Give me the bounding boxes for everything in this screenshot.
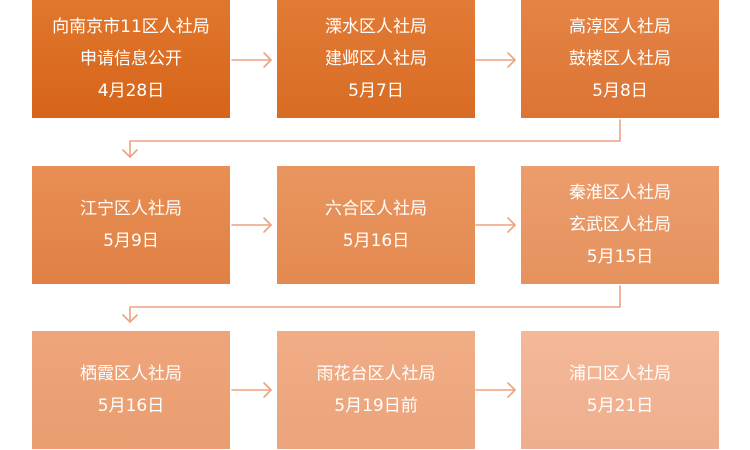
- arrow-step4-to-step5: [231, 217, 272, 233]
- step-1-date: 4月28日: [97, 81, 165, 101]
- step-2-box: 溧水区人社局 建邺区人社局 5月7日: [277, 0, 475, 118]
- step-6-line-2: 玄武区人社局: [569, 215, 671, 235]
- step-5-date: 5月16日: [342, 231, 410, 251]
- step-8-line-1: 雨花台区人社局: [316, 364, 436, 384]
- step-1-line-1: 向南京市11区人社局: [52, 17, 210, 37]
- arrow-step2-to-step3: [475, 52, 516, 68]
- step-6-box: 秦淮区人社局 玄武区人社局 5月15日: [521, 166, 719, 284]
- arrow-step8-to-step9: [475, 382, 516, 398]
- step-2-date: 5月7日: [348, 81, 404, 101]
- arrow-step7-to-step8: [231, 382, 272, 398]
- arrow-step5-to-step6: [475, 217, 516, 233]
- step-3-line-1: 高淳区人社局: [569, 17, 671, 37]
- step-1-line-2: 申请信息公开: [80, 49, 182, 69]
- step-9-box: 浦口区人社局 5月21日: [521, 331, 719, 449]
- step-4-date: 5月9日: [103, 231, 159, 251]
- step-9-date: 5月21日: [586, 396, 654, 416]
- step-4-box: 江宁区人社局 5月9日: [32, 166, 230, 284]
- step-3-date: 5月8日: [592, 81, 648, 101]
- step-9-line-1: 浦口区人社局: [569, 364, 671, 384]
- step-4-line-1: 江宁区人社局: [80, 199, 182, 219]
- step-7-line-1: 栖霞区人社局: [80, 364, 182, 384]
- step-8-box: 雨花台区人社局 5月19日前: [277, 331, 475, 449]
- arrow-step3-to-step4: [122, 119, 621, 158]
- step-5-line-1: 六合区人社局: [325, 199, 427, 219]
- step-8-date: 5月19日前: [334, 396, 418, 416]
- arrow-step6-to-step7: [122, 285, 621, 323]
- arrow-step1-to-step2: [231, 52, 272, 68]
- step-7-date: 5月16日: [97, 396, 165, 416]
- step-5-box: 六合区人社局 5月16日: [277, 166, 475, 284]
- step-3-line-2: 鼓楼区人社局: [569, 49, 671, 69]
- step-2-line-1: 溧水区人社局: [325, 17, 427, 37]
- step-3-box: 高淳区人社局 鼓楼区人社局 5月8日: [521, 0, 719, 118]
- step-7-box: 栖霞区人社局 5月16日: [32, 331, 230, 449]
- step-6-line-1: 秦淮区人社局: [569, 183, 671, 203]
- step-2-line-2: 建邺区人社局: [325, 49, 427, 69]
- step-6-date: 5月15日: [586, 247, 654, 267]
- step-1-box: 向南京市11区人社局 申请信息公开 4月28日: [32, 0, 230, 118]
